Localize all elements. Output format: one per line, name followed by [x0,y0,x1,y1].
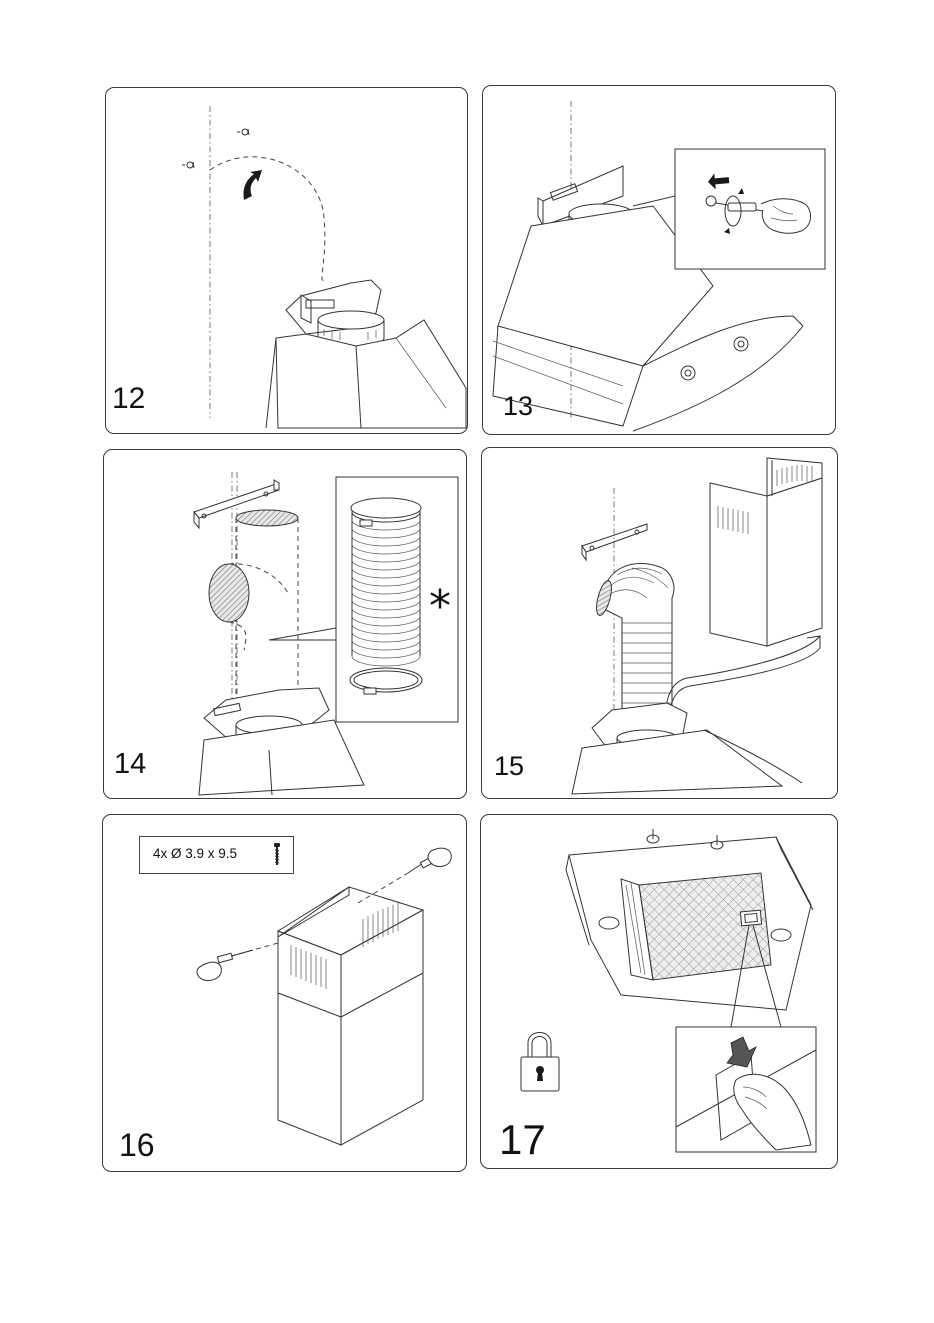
step-12-illustration [106,88,468,434]
step-number: 16 [119,1127,155,1164]
step-number: 12 [112,382,145,416]
step-14-illustration [104,450,467,799]
step-13-illustration [483,86,836,435]
step-12-panel: 12 [105,87,468,434]
step-number: 14 [114,748,146,781]
curved-arrow-icon [243,170,262,200]
step-13-panel: 13 [482,85,836,435]
step-number: 17 [499,1116,546,1164]
step-17-panel: 17 [480,814,838,1169]
step-number: 13 [503,391,533,422]
step-number: 15 [494,751,524,782]
screwdriver-icon [197,950,253,980]
step-15-panel: 15 [481,447,838,799]
step-16-panel: 4x Ø 3.9 x 9.5 16 [102,814,467,1172]
step-14-panel: * 14 [103,449,467,799]
step-15-illustration [482,448,838,799]
optional-part-symbol: * [429,585,451,629]
screwdriver-icon [408,848,451,873]
padlock-icon [521,1033,559,1092]
step-16-illustration [103,815,467,1172]
